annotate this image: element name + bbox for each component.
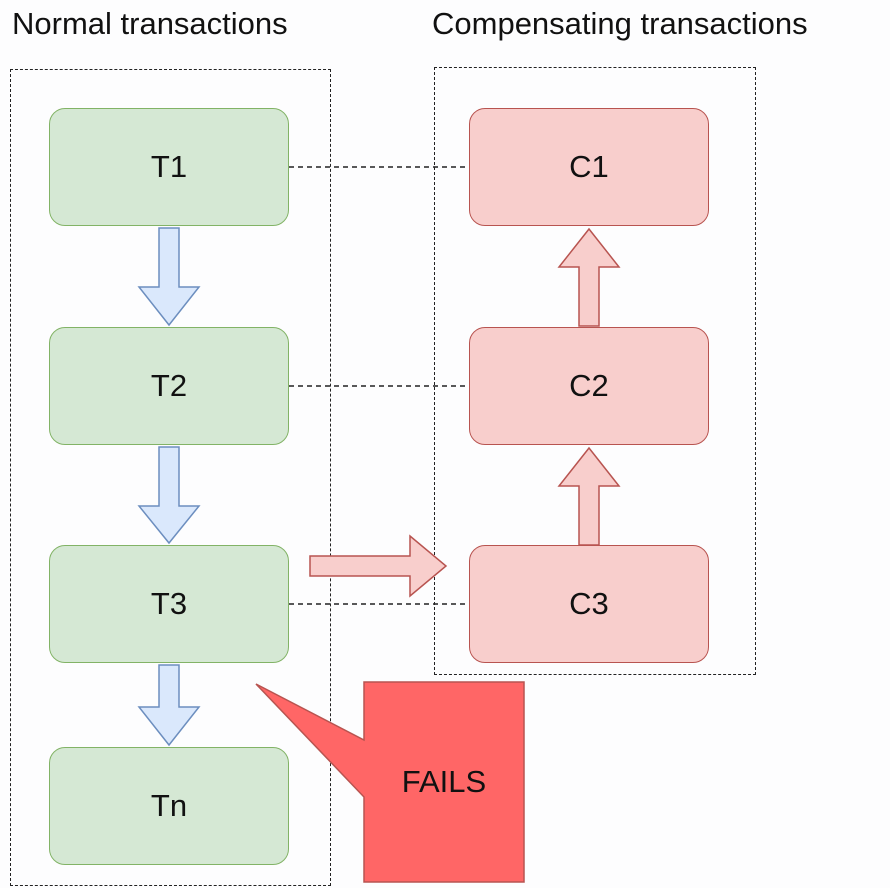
arrow-t1-t2 — [137, 227, 201, 327]
transaction-t1: T1 — [49, 108, 289, 226]
arrow-c3-c2 — [557, 446, 621, 546]
arrow-c2-c1 — [557, 227, 621, 327]
compensating-transactions-group — [434, 67, 756, 675]
arrow-t3-c3 — [309, 534, 448, 598]
compensation-c3: C3 — [469, 545, 709, 663]
arrow-t3-tn — [137, 664, 201, 747]
transaction-t3: T3 — [49, 545, 289, 663]
transaction-t2: T2 — [49, 327, 289, 445]
arrow-t2-t3 — [137, 446, 201, 545]
compensation-c1: C1 — [469, 108, 709, 226]
fails-callout — [255, 681, 525, 883]
normal-transactions-group — [10, 69, 331, 886]
fails-label: FAILS — [401, 764, 487, 799]
compensating-transactions-title: Compensating transactions — [432, 6, 808, 41]
compensation-c2: C2 — [469, 327, 709, 445]
transaction-tn: Tn — [49, 747, 289, 865]
normal-transactions-title: Normal transactions — [12, 6, 288, 41]
